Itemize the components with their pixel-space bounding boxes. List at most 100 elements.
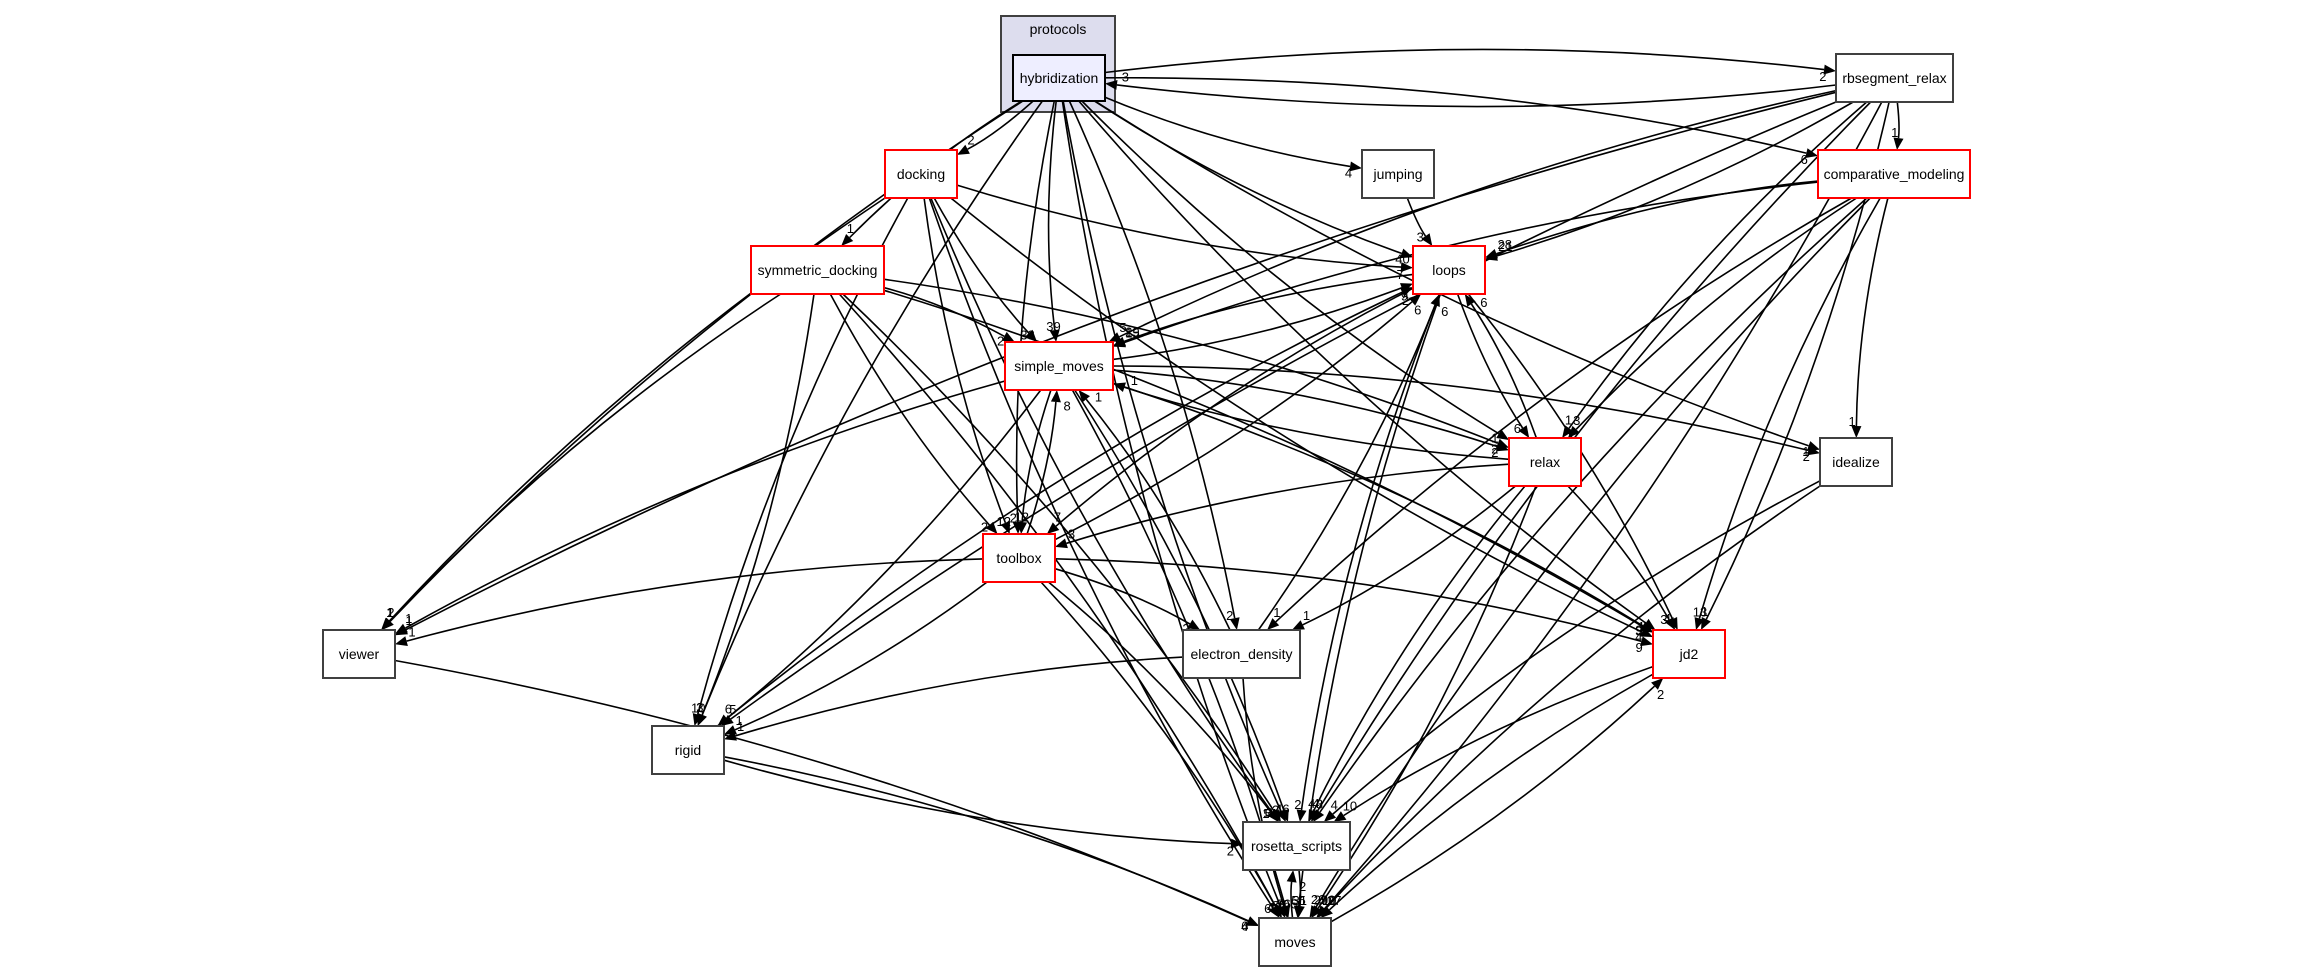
edge-symmetric_docking-to-simple_moves[interactable]: 20 — [883, 286, 1015, 349]
node-docking[interactable]: docking — [884, 149, 958, 199]
edge-weight-label[interactable]: 1 — [847, 221, 854, 236]
node-rigid[interactable]: rigid — [651, 725, 725, 775]
edge-hybridization-to-comparative_modeling[interactable]: 6 — [1104, 76, 1818, 167]
edge-hybridization-to-docking[interactable]: 2 — [957, 100, 1034, 155]
node-label[interactable]: idealize — [1832, 454, 1880, 470]
edge-weight-label[interactable]: 1 — [1849, 414, 1856, 429]
edge-weight-label[interactable]: 3 — [696, 700, 703, 715]
edge-weight-label[interactable]: 1 — [1891, 125, 1898, 140]
edge-weight-label[interactable]: 55 — [1291, 893, 1305, 908]
node-rbsegment-relax[interactable]: rbsegment_relax — [1835, 53, 1954, 103]
edge-toolbox-to-rosetta_scripts[interactable]: 14 — [1047, 581, 1279, 822]
edge-electron_density-to-loops[interactable]: 6 — [1257, 294, 1448, 631]
node-box[interactable] — [1012, 54, 1106, 102]
edge-weight-label[interactable]: 39 — [1046, 319, 1060, 334]
edge-relax-to-jd2[interactable]: 3 — [1567, 485, 1676, 630]
edge-comparative_modeling-to-jd2[interactable]: 13 — [1693, 197, 1881, 630]
node-box[interactable] — [1652, 629, 1726, 679]
edge-loops-to-relax[interactable]: 6 — [1456, 293, 1530, 438]
edge-weight-label[interactable]: 3 — [1573, 413, 1580, 428]
edge-weight-label[interactable]: 28 — [1498, 237, 1512, 252]
edge-weight-label[interactable]: 2 — [1299, 879, 1306, 894]
node-label[interactable]: electron_density — [1191, 646, 1293, 662]
edge-jumping-to-loops[interactable]: 3 — [1406, 197, 1433, 246]
edge-weight-label[interactable]: 2 — [1226, 608, 1233, 623]
edge-weight-label[interactable]: 10 — [691, 701, 705, 716]
node-label[interactable]: viewer — [339, 646, 380, 662]
edge-weight-label[interactable]: 1 — [1095, 389, 1102, 404]
node-box[interactable] — [1835, 53, 1954, 103]
edge-weight-label[interactable]: 3 — [1316, 796, 1323, 811]
edge-weight-label[interactable]: 6 — [1414, 303, 1421, 318]
edge-weight-label[interactable]: 1 — [1303, 608, 1310, 623]
edge-weight-label[interactable]: 1 — [1802, 444, 1809, 459]
edge-rbsegment_relax-to-viewer[interactable]: 1 — [395, 91, 1837, 636]
node-label[interactable]: jd2 — [1679, 646, 1699, 662]
node-label[interactable]: rbsegment_relax — [1842, 70, 1946, 86]
node-box[interactable] — [982, 533, 1056, 583]
node-box[interactable] — [1004, 341, 1114, 391]
node-label[interactable]: rosetta_scripts — [1251, 838, 1342, 854]
edge-comparative_modeling-to-relax[interactable]: 3 — [1567, 197, 1858, 438]
edge-docking-to-moves[interactable]: 60 — [928, 197, 1280, 918]
edge-toolbox-to-simple_moves[interactable]: 8 — [1026, 390, 1071, 535]
edge-weight-label[interactable]: 2 — [1402, 293, 1409, 308]
node-label[interactable]: rigid — [675, 742, 701, 758]
edge-docking-to-rosetta_scripts[interactable]: 5 — [930, 197, 1279, 822]
node-box[interactable] — [1242, 821, 1351, 871]
node-box[interactable] — [1182, 629, 1301, 679]
node-label[interactable]: toolbox — [996, 550, 1041, 566]
edge-weight-label[interactable]: 12 — [1015, 509, 1029, 524]
edge-moves-to-jd2[interactable]: 2 — [1330, 678, 1664, 923]
edge-weight-label[interactable]: 27 — [1327, 893, 1341, 908]
edge-weight-label[interactable]: 29 — [1314, 892, 1328, 907]
edge-weight-label[interactable]: 2 — [387, 605, 394, 620]
edge-toolbox-to-loops[interactable]: 6 — [1054, 294, 1421, 541]
edge-electron_density-to-rigid[interactable]: 1 — [724, 656, 1184, 741]
edge-weight-label[interactable]: 1 — [406, 613, 413, 628]
edge-docking-to-simple_moves[interactable]: 38 — [933, 197, 1037, 343]
edge-weight-label[interactable]: 10 — [1322, 893, 1336, 908]
node-box[interactable] — [1817, 149, 1971, 199]
edge-weight-label[interactable]: 10 — [1275, 897, 1289, 912]
edge-weight-label[interactable]: 2 — [1227, 843, 1234, 858]
edge-weight-label[interactable]: 3 — [1068, 527, 1075, 542]
edge-comparative_modeling-to-idealize[interactable]: 1 — [1849, 197, 1889, 438]
edge-weight-label[interactable]: 7 — [1054, 510, 1061, 525]
node-relax[interactable]: relax — [1508, 437, 1582, 487]
edge-weight-label[interactable]: 1 — [405, 611, 412, 626]
node-rosetta-scripts[interactable]: rosetta_scripts — [1242, 821, 1351, 871]
edge-weight-label[interactable]: 2 — [1491, 445, 1498, 460]
node-label[interactable]: simple_moves — [1014, 358, 1103, 374]
edge-weight-label[interactable]: 4 — [1635, 630, 1642, 645]
node-box[interactable] — [1508, 437, 1582, 487]
node-simple-moves[interactable]: simple_moves — [1004, 341, 1114, 391]
edge-simple_moves-to-idealize[interactable]: 2 — [1112, 365, 1820, 464]
edge-weight-label[interactable]: 46 — [1275, 802, 1289, 817]
edge-weight-label[interactable]: 4 — [1331, 797, 1338, 812]
node-label[interactable]: moves — [1274, 934, 1315, 950]
edge-weight-label[interactable]: 2 — [1491, 441, 1498, 456]
node-loops[interactable]: loops — [1412, 245, 1486, 295]
node-label[interactable]: docking — [897, 166, 945, 182]
edge-weight-label[interactable]: 1 — [1131, 373, 1138, 388]
edge-weight-label[interactable]: 9 — [1636, 640, 1643, 655]
edge-relax-to-loops[interactable]: 6 — [1464, 294, 1538, 439]
edge-weight-label[interactable]: 40 — [1267, 900, 1281, 915]
edge-rigid-to-rosetta_scripts[interactable]: 2 — [723, 759, 1243, 858]
edge-electron_density-to-moves[interactable]: 10 — [1242, 677, 1290, 918]
node-box[interactable] — [651, 725, 725, 775]
node-electron-density[interactable]: electron_density — [1182, 629, 1301, 679]
edge-comparative_modeling-to-moves[interactable]: 26 — [1309, 197, 1871, 918]
edge-weight-label[interactable]: 4 — [1345, 166, 1352, 181]
node-box[interactable] — [750, 245, 885, 295]
edge-electron_density-to-simple_moves[interactable]: 1 — [1078, 389, 1231, 631]
edge-weight-label[interactable]: 3 — [1266, 805, 1273, 820]
edge-hybridization-to-moves[interactable]: 65 — [1061, 100, 1286, 918]
node-label[interactable]: loops — [1432, 262, 1465, 278]
edge-weight-label[interactable]: 1 — [736, 713, 743, 728]
edge-hybridization-to-rbsegment_relax[interactable]: 2 — [1104, 48, 1836, 84]
edge-weight-label[interactable]: 1 — [1565, 412, 1572, 427]
edge-simple_moves-to-rosetta_scripts[interactable]: 46 — [1074, 389, 1290, 822]
edge-weight-label[interactable]: 4 — [1308, 796, 1315, 811]
